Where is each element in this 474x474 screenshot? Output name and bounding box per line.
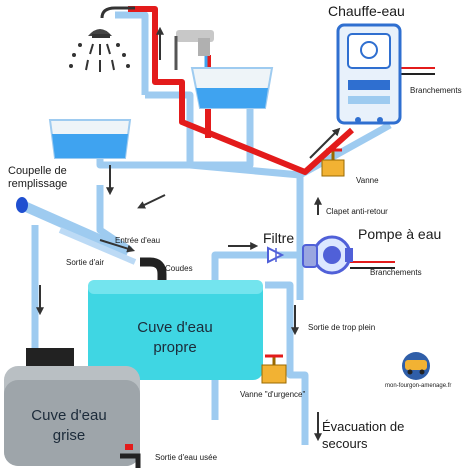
clapet-label: Clapet anti-retour (326, 207, 388, 216)
heater-title: Chauffe-eau (328, 3, 405, 19)
coupelle-label: Coupelle de remplissage (8, 165, 68, 190)
heater-wires (350, 67, 435, 269)
faucet-icon (174, 30, 214, 70)
logo-icon (402, 352, 430, 380)
coudes-label: Coudes (165, 264, 193, 273)
grey-tank-label: Cuve d'eau grise (31, 407, 107, 444)
filtre-label: Filtre (263, 230, 295, 246)
pump-icon (302, 235, 353, 275)
elbow-icon (140, 257, 167, 284)
branchements-bottom-label: Branchements (370, 268, 422, 277)
clean-tank-label: Cuve d'eau propre (137, 319, 213, 356)
sink-icon (190, 67, 274, 109)
emergency-valve-icon (261, 354, 287, 384)
entree-eau-label: Entrée d'eau (115, 236, 161, 245)
shower-icon (69, 6, 135, 72)
trop-plein-label: Sortie de trop plein (308, 323, 376, 332)
site-label: mon-fourgon-amenage.fr (385, 383, 452, 389)
pompe-label: Pompe à eau (358, 226, 442, 242)
emergency-valve-label: Vanne "d'urgence" (240, 390, 306, 399)
flow-arrows (36, 26, 341, 442)
evacuation-label: Évacuation de secours (322, 419, 405, 451)
clean-water-tank (88, 280, 263, 380)
grey-water-tank (4, 348, 141, 468)
sortie-usee-label: Sortie d'eau usée (155, 453, 218, 462)
branchements-top-label: Branchements (410, 86, 462, 95)
valve-icon (321, 148, 345, 177)
sortie-air-label: Sortie d'air (66, 258, 104, 267)
water-heater-icon (336, 23, 402, 125)
vanne-label: Vanne (356, 176, 379, 185)
filter-icon (267, 246, 285, 264)
filler-cup-icon (48, 119, 132, 159)
